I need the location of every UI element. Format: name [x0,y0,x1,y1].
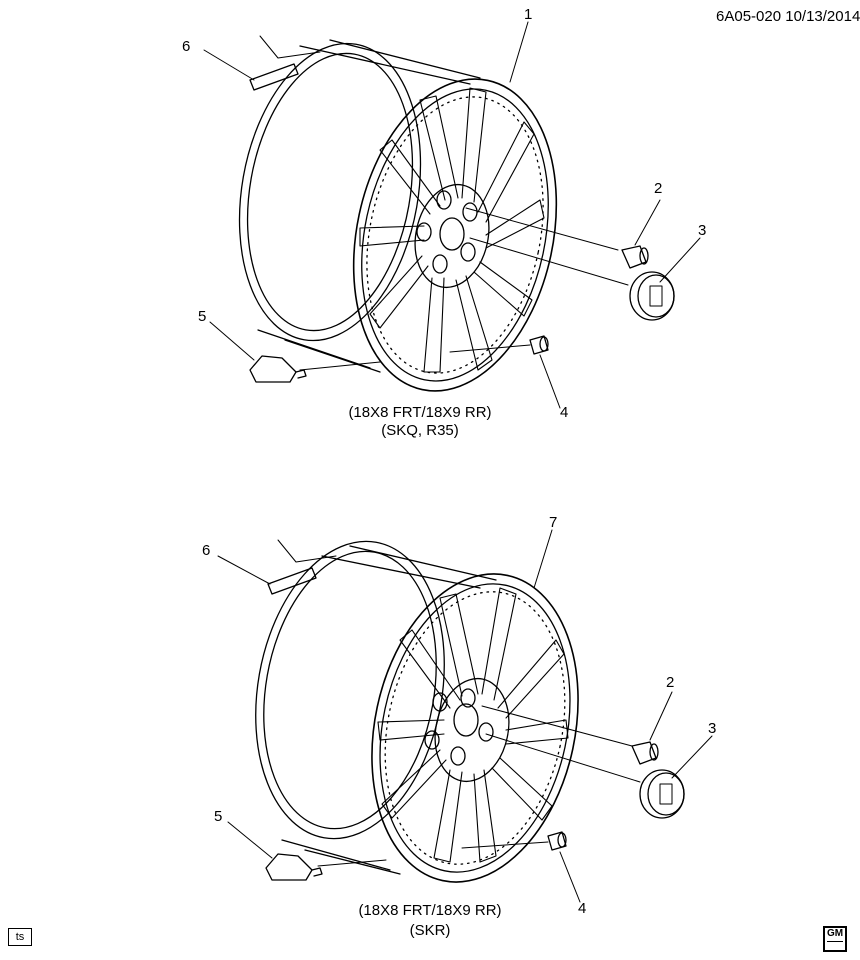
callout-6-bottom: 6 [202,542,211,559]
center-cap-icon [639,769,685,819]
gm-logo-icon: GM [823,926,847,952]
callout-2: 2 [654,180,663,197]
top-caption-size: (18X8 FRT/18X9 RR) [348,404,492,421]
callout-1: 1 [524,6,533,23]
gm-logo-bar [827,941,843,946]
callout-5-bottom: 5 [214,808,223,825]
bottom-caption-codes: (SKR) [409,922,451,939]
callout-7: 7 [549,514,558,531]
tpms-sensor-icon [265,853,323,881]
callout-5: 5 [198,308,207,325]
lug-nut-icon [621,245,649,269]
wheel-icon [238,39,558,392]
wheel-icon [255,540,579,883]
callout-3: 3 [698,222,707,239]
callout-4-bottom: 4 [578,900,587,917]
gm-logo-text: GM [826,928,844,939]
diagram-reference: 6A05-020 10/13/2014 [716,8,860,25]
bottom-caption-size: (18X8 FRT/18X9 RR) [358,902,502,919]
balance-weight-icon [267,567,317,595]
ts-tag: ts [8,928,32,946]
callout-6: 6 [182,38,191,55]
callout-2-bottom: 2 [666,674,675,691]
top-caption-codes: (SKQ, R35) [381,422,459,439]
callout-3-bottom: 3 [708,720,717,737]
balance-weight-icon [249,63,299,91]
tpms-sensor-icon [249,355,307,383]
lug-nut-icon [631,741,659,765]
valve-stem-icon [547,831,567,851]
valve-stem-icon [529,335,549,355]
center-cap-icon [629,271,675,321]
callout-4: 4 [560,404,569,421]
